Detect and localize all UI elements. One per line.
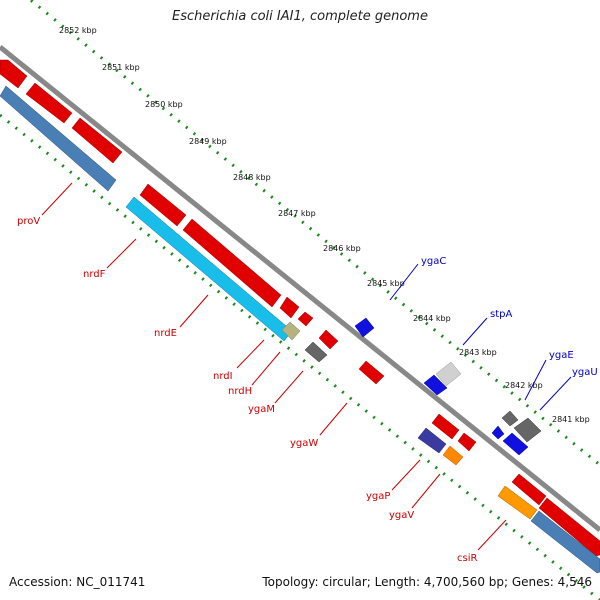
tick-label: 2851 kbp [102,63,140,72]
tick-label: 2841 kbp [552,415,590,424]
gene-arrow [491,425,505,440]
tick-label: 2848 kbp [233,173,271,182]
gene-arrow [139,183,187,227]
map-title: Escherichia coli IAI1, complete genome [172,9,428,24]
tick-label: 2845 kbp [367,279,405,288]
gene-arrow [71,117,123,164]
forward-genes [354,317,542,456]
gene-label-nrdI: nrdI [213,371,233,382]
leader-line [274,370,304,404]
gene-label-ygaU: ygaU [572,367,598,378]
gene-arrow [513,417,542,443]
gene-arrow [279,296,300,319]
gene-label-stpA: stpA [490,309,512,320]
feature-bar [497,485,538,520]
gene-arrow [358,360,385,385]
gene-arrow [502,432,529,456]
gene-arrow [435,361,462,387]
outer-tick-track [28,0,600,467]
tick-label: 2842 kbp [505,381,543,390]
leader-line [524,359,547,401]
gene-arrow [431,413,460,440]
leader-line [179,294,209,328]
gene-arrow [25,82,73,124]
gene-label-ygaW: ygaW [290,438,318,449]
leader-line [411,473,441,509]
leader-line [236,339,265,369]
gene-arrow [457,432,477,452]
gene-arrow [423,374,448,396]
tick-label: 2850 kbp [145,100,183,109]
leader-line [462,317,488,346]
tick-label: 2849 kbp [189,137,227,146]
feature-bar [125,196,293,342]
gene-arrow [0,59,28,89]
gene-arrow [182,218,282,308]
feature-bar [281,321,301,341]
genome-backbone [0,45,600,532]
leader-line [477,519,507,551]
inner-tick-track [0,113,600,600]
leader-line [391,459,421,491]
reverse-genes [0,59,600,557]
gene-label-ygaP: ygaP [366,491,390,502]
gene-label-nrdE: nrdE [154,328,177,339]
gene-labels: ygaC stpA ygaE ygaU proV nrdF nrdE nrdI … [17,216,598,564]
tick-label: 2847 kbp [278,209,316,218]
gene-label-ygaE: ygaE [549,350,574,361]
gene-arrow [354,317,375,338]
gene-arrow [538,497,600,557]
tick-label: 2843 kbp [459,348,497,357]
tick-label: 2844 kbp [413,314,451,323]
label-leaders [41,182,572,551]
gene-label-ygaC: ygaC [421,256,446,267]
gene-label-nrdH: nrdH [228,386,252,397]
gene-label-nrdF: nrdF [83,269,106,280]
gene-label-csiR: csiR [457,553,477,564]
gene-label-ygaV: ygaV [389,510,414,521]
leader-line [106,238,137,269]
gene-arrow [501,410,519,427]
leader-line [41,182,73,216]
gene-label-proV: proV [17,216,40,227]
feature-bar [0,85,117,192]
leader-line [389,263,419,301]
leader-line [319,402,348,436]
leader-line [251,351,281,386]
gene-label-ygaM: ygaM [248,404,275,415]
feature-bar [530,510,600,574]
feature-bar [304,341,328,363]
tick-label: 2852 kbp [59,26,97,35]
tick-labels: 2852 kbp 2851 kbp 2850 kbp 2849 kbp 2848… [59,26,590,424]
accession-text: Accession: NC_011741 [9,575,146,589]
leader-line [539,376,572,411]
topology-text: Topology: circular; Length: 4,700,560 bp… [262,575,592,589]
gene-arrow [318,329,339,350]
tick-label: 2846 kbp [323,244,361,253]
gene-arrow [297,311,314,327]
feature-bar [417,427,447,454]
gene-arrow [511,473,547,506]
feature-bar [442,445,464,466]
feature-blocks [0,85,600,574]
